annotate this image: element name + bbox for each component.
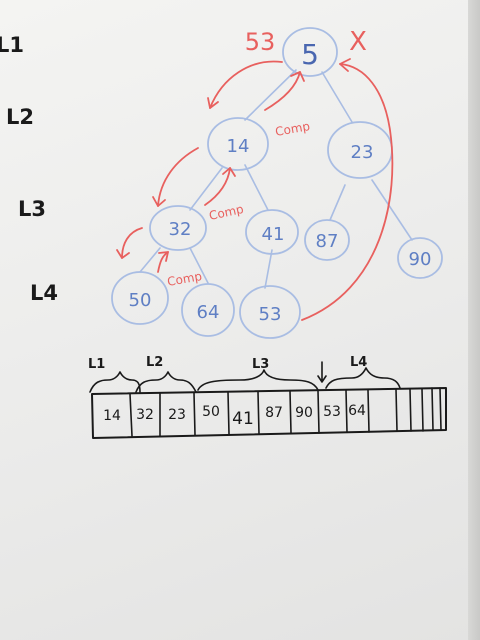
whiteboard-frame <box>468 0 480 640</box>
tree-node-value: 90 <box>409 249 432 270</box>
array-cell: 87 <box>265 405 283 421</box>
array-cell: 53 <box>323 404 341 420</box>
array-level-labels: L1 L2 L3 L4 <box>88 355 367 372</box>
array-level-label: L2 <box>146 355 163 370</box>
array-level-label: L4 <box>350 355 367 370</box>
tree-edges <box>139 69 413 289</box>
array-cell: 90 <box>295 405 313 421</box>
level-labels: L1 L2 L3 L4 <box>0 33 58 305</box>
swap-arrows <box>116 58 394 321</box>
tree-node-value: 41 <box>262 224 285 245</box>
root-replaced-value: 53 <box>245 28 276 56</box>
tree-node-values: 14 23 32 41 87 90 50 64 53 <box>129 136 432 325</box>
array-brackets <box>89 361 401 393</box>
array-cell-values: 14 32 23 50 41 87 90 53 64 <box>103 403 366 429</box>
tree-node-value: 32 <box>169 219 192 240</box>
level-label: L1 <box>0 33 24 57</box>
array-cell: 50 <box>202 404 220 420</box>
tree-node-value: 64 <box>197 302 220 323</box>
level-label: L3 <box>18 197 46 221</box>
comparison-note: Comp <box>274 119 311 139</box>
tree-node-value: 87 <box>316 231 339 252</box>
tree-node-value: 53 <box>259 304 282 325</box>
array-cell: 64 <box>348 403 366 419</box>
tree-node-value: 50 <box>129 290 152 311</box>
root-node-value: 5 <box>301 38 319 71</box>
array-cell: 32 <box>136 407 154 423</box>
array-cell: 14 <box>103 408 121 424</box>
array-level-label: L1 <box>88 357 105 372</box>
array-level-label: L3 <box>252 357 269 372</box>
tree-node-value: 14 <box>227 136 250 157</box>
array-cell: 41 <box>232 409 254 429</box>
tree-node-value: 23 <box>351 142 374 163</box>
comparison-note: Comp <box>166 269 203 289</box>
array-box <box>91 387 447 439</box>
comparison-note: Comp <box>208 202 245 223</box>
cross-mark: X <box>349 27 367 57</box>
level-label: L4 <box>30 281 58 305</box>
level-label: L2 <box>6 105 34 129</box>
array-cell: 23 <box>168 407 186 423</box>
